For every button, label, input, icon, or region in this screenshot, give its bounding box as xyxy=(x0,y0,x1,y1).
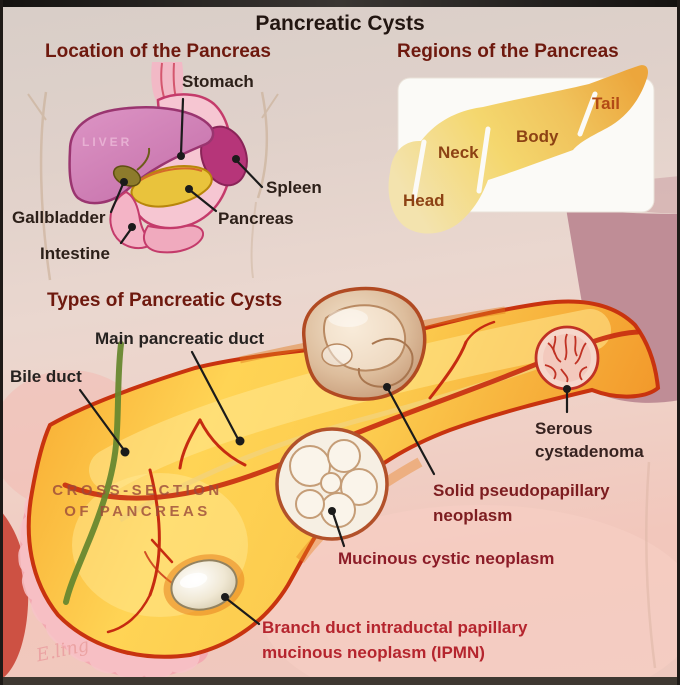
stomach-leader-line xyxy=(177,97,185,160)
cross-section-line2: OF PANCREAS xyxy=(64,503,211,520)
solid-pseudopapillary-label: Solid pseudopapillary neoplasm xyxy=(433,481,610,525)
body-contour-line-bottom-right xyxy=(645,461,657,669)
types-heading: Types of Pancreatic Cysts xyxy=(47,290,283,311)
intestine-leader-line xyxy=(119,223,136,245)
regions-heading: Regions of the Pancreas xyxy=(397,41,619,62)
bile-duct-shape xyxy=(63,341,124,605)
solid-cyst-leader-line xyxy=(383,383,436,476)
cross-section-illustration xyxy=(0,286,661,681)
location-heading: Location of the Pancreas xyxy=(45,41,271,62)
region-divider-gaps xyxy=(411,91,598,202)
mucinous-leader-line xyxy=(328,507,346,548)
intestine-shape xyxy=(143,224,204,254)
spleen-shape xyxy=(200,125,248,187)
pancreas-label: Pancreas xyxy=(218,209,294,228)
cross-section-label: CROSS-SECTION OF PANCREAS xyxy=(40,480,235,522)
main-duct-label: Main pancreatic duct xyxy=(95,329,265,348)
bile-duct-label: Bile duct xyxy=(10,367,82,386)
spleen-label: Spleen xyxy=(266,178,322,197)
regions-illustration xyxy=(388,65,655,234)
stomach-label: Stomach xyxy=(182,72,254,91)
bile-duct-leader-line xyxy=(78,388,130,457)
spleen-leader-line xyxy=(232,155,264,189)
serous-cystadenoma-shape xyxy=(534,325,600,391)
ipmn-leader-line xyxy=(221,593,261,626)
liver-shape xyxy=(68,106,215,205)
page-title: Pancreatic Cysts xyxy=(255,12,425,35)
small-pancreas-shape xyxy=(130,165,213,208)
liver-label: LIVER xyxy=(82,135,133,149)
leader-lines xyxy=(78,97,571,626)
ipmn-label: Branch duct intraductal papillary mucino… xyxy=(262,618,528,662)
intestine-label: Intestine xyxy=(40,244,110,263)
mucinous-cyst-shape xyxy=(275,427,389,541)
pancreas-leader-line xyxy=(185,185,218,213)
torso-contour-lines xyxy=(27,91,279,281)
serous-leader-line xyxy=(563,385,571,414)
cross-section-line1: CROSS-SECTION xyxy=(52,482,223,499)
main-duct-leader-line xyxy=(190,350,245,446)
region-body-label: Body xyxy=(516,127,559,146)
pink-wash-lower-right xyxy=(260,505,680,685)
serous-cystadenoma-label: Serous cystadenoma xyxy=(535,419,644,461)
region-neck-label: Neck xyxy=(438,143,479,162)
region-tail-label: Tail xyxy=(592,94,621,113)
regions-pancreas-shape xyxy=(388,65,648,234)
location-illustration xyxy=(27,62,279,281)
mucinous-cystic-label: Mucinous cystic neoplasm xyxy=(338,549,555,568)
gallbladder-leader-line xyxy=(109,178,128,214)
region-head-label: Head xyxy=(403,191,445,210)
solid-pseudopapillary-cyst-shape xyxy=(302,286,427,401)
gallbladder-label: Gallbladder xyxy=(12,208,106,227)
